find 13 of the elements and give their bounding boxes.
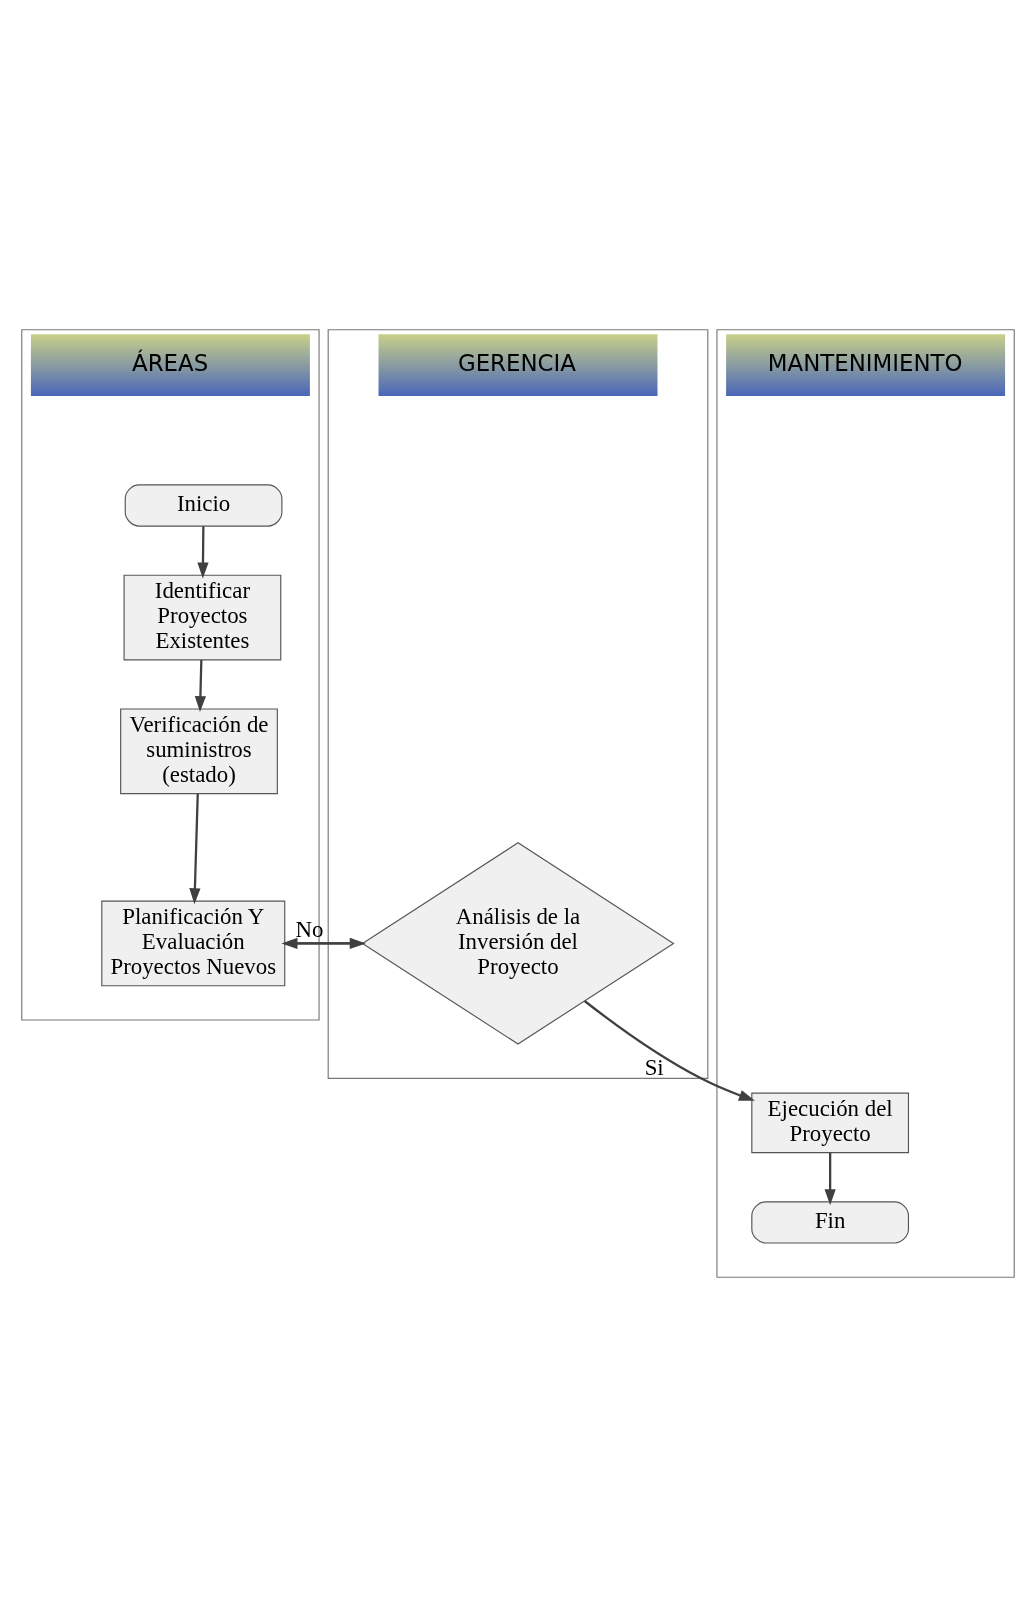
node-diamond: Análisis de la Inversión del Proyecto [361, 842, 675, 1045]
node-box: Planificación Y Evaluación Proyectos Nuevos [101, 900, 286, 987]
node-box: Verificación de suministros (estado) [120, 708, 278, 795]
node-box: Inicio [124, 484, 283, 527]
arrow [189, 793, 201, 905]
arrow [197, 526, 209, 579]
node-box: Identificar Proyectos Existentes [123, 574, 282, 661]
arrow [824, 1152, 836, 1206]
node-box: Fin [751, 1201, 910, 1244]
node-box: Ejecución del Proyecto [751, 1092, 910, 1154]
edge-label: Si [644, 1055, 664, 1081]
arrow [194, 659, 207, 713]
arrow [583, 1000, 755, 1101]
